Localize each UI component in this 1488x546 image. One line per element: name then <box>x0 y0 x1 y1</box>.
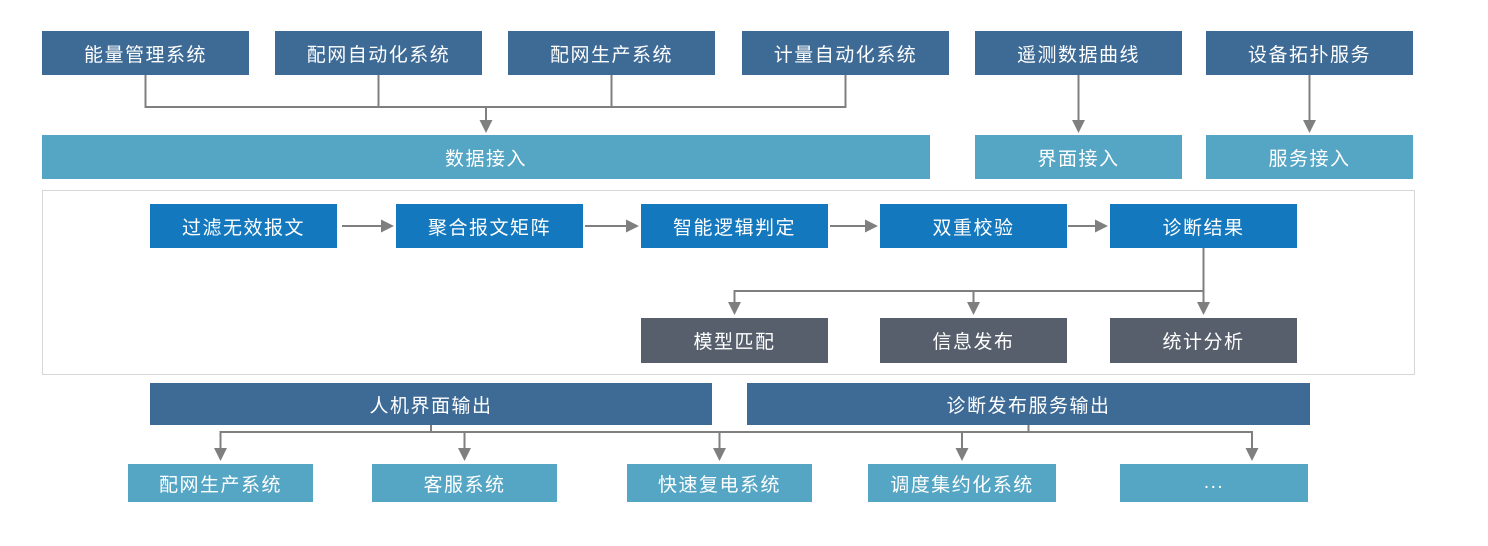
node-target-dispatch-centralization-system: 调度集约化系统 <box>868 464 1056 502</box>
node-aggregate-message-matrix: 聚合报文矩阵 <box>396 204 583 248</box>
fanout-lines-outputs <box>219 425 1253 433</box>
node-intelligent-logic-judgment: 智能逻辑判定 <box>641 204 828 248</box>
node-target-more-ellipsis: ... <box>1120 464 1308 502</box>
node-target-distribution-production-system: 配网生产系统 <box>128 464 313 502</box>
node-hmi-output: 人机界面输出 <box>150 383 712 425</box>
node-energy-management-system: 能量管理系统 <box>42 31 249 75</box>
node-telemetry-data-curve: 遥测数据曲线 <box>975 31 1182 75</box>
node-diagnosis-publish-service-output: 诊断发布服务输出 <box>747 383 1310 425</box>
node-model-matching: 模型匹配 <box>641 318 828 363</box>
node-ui-access: 界面接入 <box>975 135 1182 179</box>
node-distribution-automation-system: 配网自动化系统 <box>275 31 482 75</box>
node-diagnosis-result: 诊断结果 <box>1110 204 1297 248</box>
node-target-rapid-restoration-system: 快速复电系统 <box>627 464 812 502</box>
node-statistical-analysis: 统计分析 <box>1110 318 1297 363</box>
node-filter-invalid-messages: 过滤无效报文 <box>150 204 337 248</box>
node-double-verification: 双重校验 <box>880 204 1067 248</box>
node-info-publishing: 信息发布 <box>880 318 1067 363</box>
merge-lines-sources <box>144 75 847 108</box>
node-target-customer-service-system: 客服系统 <box>372 464 557 502</box>
node-data-access: 数据接入 <box>42 135 930 179</box>
node-device-topology-service: 设备拓扑服务 <box>1206 31 1413 75</box>
node-metering-automation-system: 计量自动化系统 <box>742 31 949 75</box>
node-distribution-production-system: 配网生产系统 <box>508 31 715 75</box>
node-service-access: 服务接入 <box>1206 135 1413 179</box>
